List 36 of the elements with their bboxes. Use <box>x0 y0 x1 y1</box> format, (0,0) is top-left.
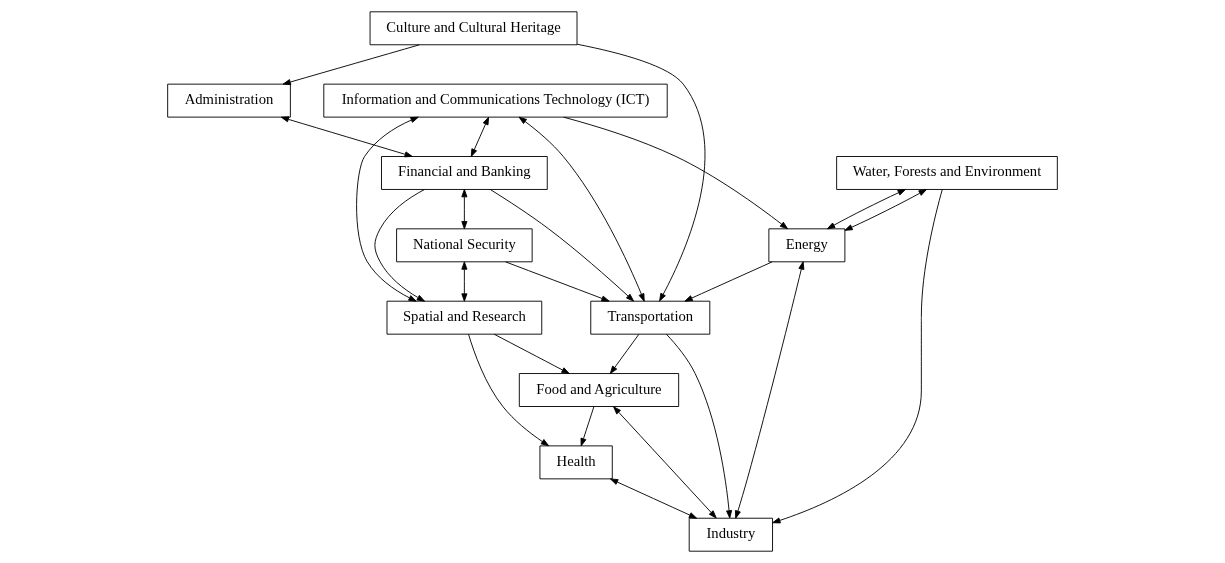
node-box: Financial and Banking <box>381 156 548 190</box>
node-box: Spatial and Research <box>386 300 543 335</box>
arrow <box>470 116 490 157</box>
arrow <box>734 261 805 519</box>
node-box: Transportation <box>590 300 711 335</box>
arrow <box>493 333 570 374</box>
arrow <box>563 116 789 230</box>
node-box: Energy <box>768 228 846 263</box>
arrow <box>489 189 635 302</box>
arrow <box>580 406 595 447</box>
arrow <box>461 189 468 230</box>
arrow <box>576 43 706 302</box>
arrow <box>505 261 610 302</box>
node-box: National Security <box>396 228 533 263</box>
arrow <box>280 116 413 158</box>
arrow <box>461 261 468 302</box>
node-box: Culture and Cultural Heritage <box>369 11 578 46</box>
node-box: Industry <box>688 517 773 552</box>
arrow <box>518 116 645 302</box>
arrow <box>374 189 425 302</box>
node-box: Health <box>539 445 613 480</box>
arrow <box>609 333 640 374</box>
arrow <box>844 189 927 231</box>
arrow <box>282 44 420 85</box>
node-box: Information and Communications Technology (ICT) <box>323 83 668 118</box>
arrow <box>684 261 773 302</box>
arrow <box>772 189 943 524</box>
node-box: Food and Agriculture <box>518 373 680 407</box>
arrow <box>666 333 733 519</box>
arrow <box>613 406 717 519</box>
node-box: Water, Forests and Environment <box>836 156 1058 190</box>
arrow <box>468 333 550 447</box>
arrow <box>826 189 906 230</box>
arrow <box>356 116 419 302</box>
arrow <box>610 478 698 519</box>
node-box: Administration <box>167 83 291 118</box>
